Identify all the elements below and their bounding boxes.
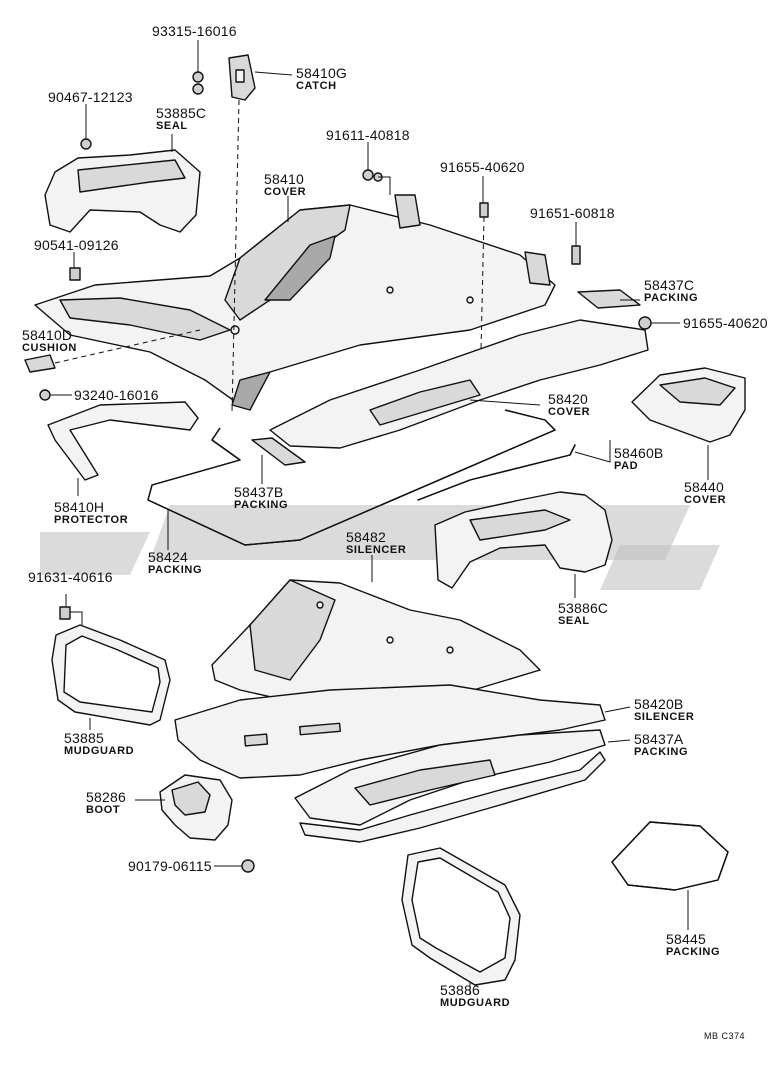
cushion-58410d (24, 354, 56, 373)
screw-93315-16016 (192, 71, 204, 95)
screw-93240-16016 (39, 389, 51, 401)
protector-58410h (47, 401, 199, 481)
silencer-58420b (174, 684, 606, 779)
callout-58437c-name: PACKING (644, 292, 699, 304)
bolt-91651-60818 (571, 245, 581, 265)
callout-53886-number: 53886 (440, 982, 480, 998)
callout-58410h-number: 58410H (54, 499, 105, 515)
callout-58437b-number: 58437B (234, 484, 284, 500)
callout-58286-name: BOOT (86, 804, 121, 816)
callout-53885c-name: SEAL (156, 120, 188, 132)
mudguard-53885 (51, 624, 171, 726)
callout-58437a-name: PACKING (634, 746, 689, 758)
callout-58410-number: 58410 (264, 171, 304, 187)
callout-58482-number: 58482 (346, 529, 386, 545)
callout-93315-16016-number: 93315-16016 (152, 23, 237, 39)
pad-58460b (417, 444, 576, 501)
leader-lines (50, 40, 709, 995)
bolt-91611-40818 (362, 169, 383, 182)
callout-58424-number: 58424 (148, 549, 188, 565)
callout-53886c-number: 53886C (558, 600, 609, 616)
callout-58410d-name: CUSHION (22, 342, 77, 354)
catch-58410g (228, 54, 256, 101)
packing-58424 (147, 409, 556, 546)
callout-58420-name: COVER (548, 406, 591, 418)
seal-53885c (44, 149, 201, 233)
callout-58437b-name: PACKING (234, 499, 289, 511)
callout-90541-09126-number: 90541-09126 (34, 237, 119, 253)
callout-53886c-name: SEAL (558, 615, 590, 627)
cover-58410 (34, 204, 556, 411)
callout-90179-06115-number: 90179-06115 (128, 858, 212, 874)
callout-93240-16016-number: 93240-16016 (74, 387, 159, 403)
callout-58440-number: 58440 (684, 479, 724, 495)
callout-58445-number: 58445 (666, 931, 706, 947)
callout-58410g-number: 58410G (296, 65, 348, 81)
dash-line-catch (231, 99, 240, 413)
callout-58460b-number: 58460B (614, 445, 664, 461)
seal-53886c (434, 491, 613, 589)
callout-58410-name: COVER (264, 186, 307, 198)
callout-58286-number: 58286 (86, 789, 126, 805)
clip-91631-40616 (59, 606, 71, 620)
callout-53885-number: 53885 (64, 730, 104, 746)
callout-58460b-name: PAD (614, 460, 639, 472)
cover-58420 (269, 319, 649, 449)
callout-91655-40620-upper-number: 91655-40620 (440, 159, 525, 175)
bolt-91655-40620-upper (479, 202, 489, 218)
hinge-right (524, 251, 551, 286)
callout-90467-12123-number: 90467-12123 (48, 89, 133, 105)
packing-58437c (577, 289, 641, 309)
callout-91651-60818-number: 91651-60818 (530, 205, 615, 221)
callout-91631-40616-number: 91631-40616 (28, 569, 113, 585)
callout-58445-name: PACKING (666, 946, 721, 958)
callout-58437c-number: 58437C (644, 277, 695, 293)
callout-58420b-number: 58420B (634, 696, 684, 712)
callout-58440-name: COVER (684, 494, 727, 506)
callout-91655-40620-right-number: 91655-40620 (683, 315, 768, 331)
packing-58437b (251, 437, 306, 466)
bolt-91655-40620-right (638, 316, 652, 330)
callout-58410d-number: 58410D (22, 327, 73, 343)
mudguard-53886 (401, 847, 521, 986)
callout-91611-40818-number: 91611-40818 (326, 127, 410, 143)
callout-53886-name: MUDGUARD (440, 997, 511, 1009)
dash-line-cushion (54, 329, 201, 364)
silencer-58482 (211, 579, 541, 713)
callout-58424-name: PACKING (148, 564, 203, 576)
callout-58420b-name: SILENCER (634, 711, 695, 723)
callout-58420-number: 58420 (548, 391, 588, 407)
diagram-code: MB C374 (704, 1031, 746, 1041)
clip-90541-09126 (69, 267, 81, 281)
packing-58445 (611, 821, 729, 891)
cover-58440 (631, 367, 746, 443)
hinge-upper (394, 194, 421, 229)
callout-53885-name: MUDGUARD (64, 745, 135, 757)
nut-90179-06115 (241, 859, 255, 873)
callout-58482-name: SILENCER (346, 544, 407, 556)
nut-90467-12123 (80, 138, 92, 150)
boot-58286 (159, 774, 233, 841)
packing-58437a (294, 729, 606, 843)
callout-53885c-number: 53885C (156, 105, 207, 121)
callout-58437a-number: 58437A (634, 731, 684, 747)
callout-58410g-name: CATCH (296, 80, 337, 92)
callout-58410h-name: PROTECTOR (54, 514, 129, 526)
